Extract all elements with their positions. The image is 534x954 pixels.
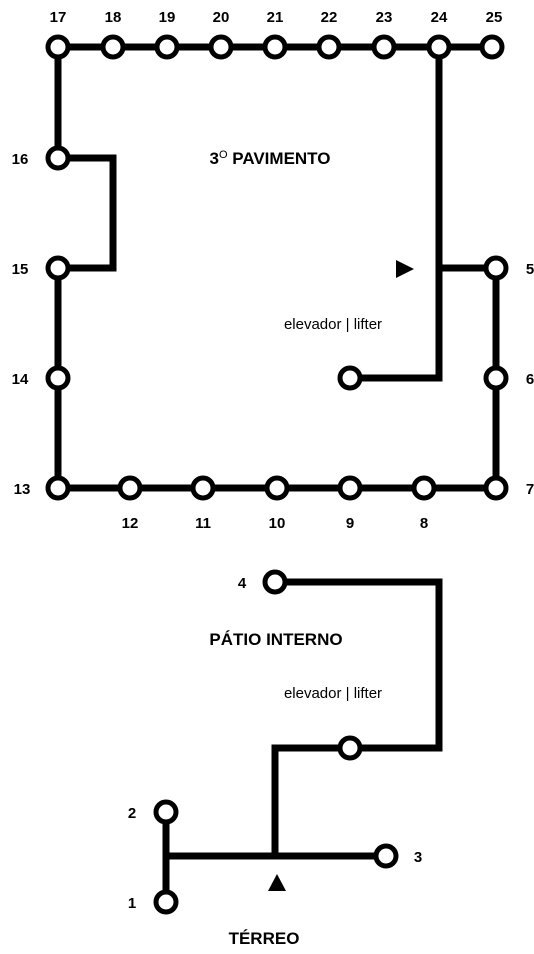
stop-label-3: 3 <box>414 849 422 866</box>
floor3-title: 3O PAVIMENTO <box>210 149 331 168</box>
stop-node-9[interactable] <box>337 475 363 501</box>
stop-node-6[interactable] <box>483 365 509 391</box>
stop-label-25: 25 <box>486 9 503 26</box>
stop-label-7: 7 <box>526 481 534 498</box>
stop-node-1[interactable] <box>153 889 179 915</box>
stop-label-24: 24 <box>431 9 448 26</box>
stop-label-10: 10 <box>269 515 286 532</box>
stop-node-12[interactable] <box>117 475 143 501</box>
stop-label-14: 14 <box>12 371 29 388</box>
stop-node-19[interactable] <box>154 34 180 60</box>
elevator-node-ground[interactable] <box>337 735 363 761</box>
floor3-elevator-label: elevador | lifter <box>284 316 382 333</box>
stop-node-20[interactable] <box>208 34 234 60</box>
stop-label-16: 16 <box>12 151 29 168</box>
stop-label-11: 11 <box>195 515 211 532</box>
direction-arrow-right-icon <box>396 260 414 278</box>
stop-label-18: 18 <box>105 9 122 26</box>
stop-nodes <box>45 34 509 915</box>
stop-label-20: 20 <box>213 9 230 26</box>
direction-arrow-up-icon <box>268 874 286 891</box>
stop-node-18[interactable] <box>100 34 126 60</box>
floor3-title-number: 3 <box>210 149 219 168</box>
stop-node-22[interactable] <box>316 34 342 60</box>
ground-elevator-label: elevador | lifter <box>284 685 382 702</box>
stop-label-13: 13 <box>14 481 31 498</box>
stop-label-4: 4 <box>238 575 247 592</box>
stop-node-10[interactable] <box>264 475 290 501</box>
stop-node-21[interactable] <box>262 34 288 60</box>
stop-node-3[interactable] <box>373 843 399 869</box>
elevator-node-3rd[interactable] <box>337 365 363 391</box>
stop-label-19: 19 <box>159 9 176 26</box>
stop-node-24[interactable] <box>426 34 452 60</box>
stop-node-15[interactable] <box>45 255 71 281</box>
stop-node-17[interactable] <box>45 34 71 60</box>
stop-label-22: 22 <box>321 9 338 26</box>
stop-label-1: 1 <box>128 895 136 912</box>
ground-floor-title: TÉRREO <box>229 929 300 948</box>
floor3-title-text: PAVIMENTO <box>228 149 331 168</box>
stop-label-9: 9 <box>346 515 354 532</box>
route-line-elevator <box>350 47 443 382</box>
stop-node-11[interactable] <box>190 475 216 501</box>
stop-node-2[interactable] <box>153 799 179 825</box>
stop-label-2: 2 <box>128 805 136 822</box>
stop-node-4[interactable] <box>262 569 288 595</box>
stop-labels: 17 18 19 20 21 22 23 24 25 16 15 14 13 5… <box>12 9 534 912</box>
stop-node-7[interactable] <box>483 475 509 501</box>
route-line-left-upper <box>54 47 117 488</box>
stop-label-17: 17 <box>50 9 67 26</box>
stop-label-21: 21 <box>267 9 284 26</box>
stop-label-23: 23 <box>376 9 393 26</box>
stop-label-8: 8 <box>420 515 428 532</box>
floor3-title-superscript: O <box>219 149 228 161</box>
stop-node-25[interactable] <box>479 34 505 60</box>
stop-node-5[interactable] <box>483 255 509 281</box>
stop-node-8[interactable] <box>411 475 437 501</box>
stop-node-23[interactable] <box>371 34 397 60</box>
stop-node-16[interactable] <box>45 145 71 171</box>
courtyard-title: PÁTIO INTERNO <box>209 630 342 649</box>
route-lines <box>54 43 500 902</box>
route-line-ground <box>271 578 443 856</box>
stop-node-13[interactable] <box>45 475 71 501</box>
stop-label-6: 6 <box>526 371 534 388</box>
stop-node-14[interactable] <box>45 365 71 391</box>
stop-label-12: 12 <box>122 515 139 532</box>
stop-label-5: 5 <box>526 261 534 278</box>
stop-label-15: 15 <box>12 261 29 278</box>
